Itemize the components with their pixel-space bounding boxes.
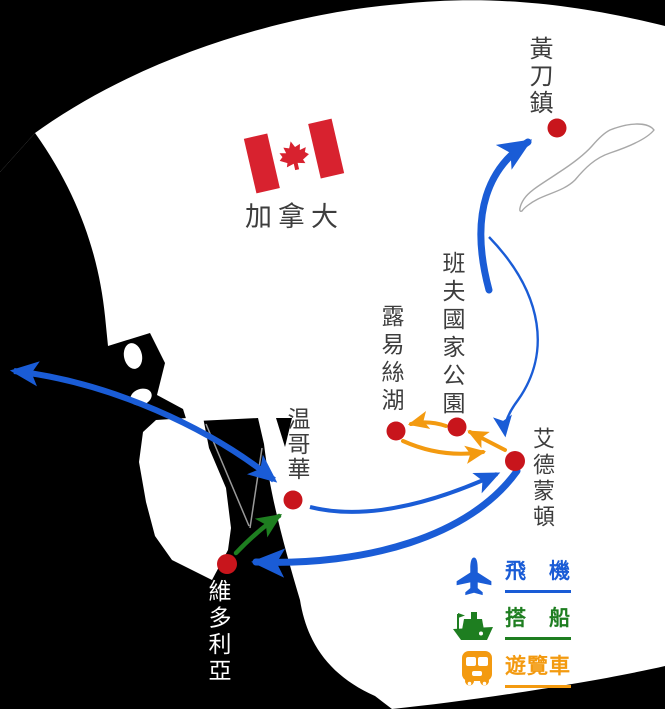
maple-leaf-icon [279, 141, 309, 171]
route-edmonton-victoria-flight [251, 467, 521, 578]
banff-label: 班夫國家公園 [438, 251, 464, 419]
ship-icon [453, 612, 493, 640]
edmonton-label: 艾德蒙頓 [529, 427, 554, 531]
route-victoria-vancouver-ferry [233, 513, 282, 556]
pacific-ocean [0, 133, 392, 709]
legend-bus-label: 遊覽車 [505, 650, 571, 688]
route-yellowknife-edmonton-flight [488, 236, 539, 438]
marker-victoria [217, 554, 237, 574]
bus-icon [462, 651, 492, 686]
legend-plane-label: 飛 機 [505, 555, 571, 593]
marker-edmonton [505, 451, 525, 471]
route-vancouver-edmonton-flight [309, 472, 501, 514]
canada-flag-icon [243, 118, 345, 194]
legend-item-plane: 飛 機 [452, 555, 571, 597]
legend-item-boat: 搭 船 [450, 602, 571, 642]
marker-yellowknife [547, 118, 567, 138]
map-edge-bottom-right [392, 666, 665, 709]
legend-boat-label: 搭 船 [505, 602, 571, 640]
marker-lake-louise [386, 421, 406, 441]
route-edmonton-yellowknife-flight [477, 138, 533, 294]
yellowknife-label: 黃刀鎮 [525, 36, 553, 117]
howe-sound-inlet [276, 418, 292, 447]
route-edmonton-banff-coach [467, 430, 507, 452]
route-lakelouise-edmonton-coach [401, 439, 487, 464]
airplane-icon [456, 557, 492, 596]
victoria-label: 維多利亞 [204, 579, 230, 685]
marker-vancouver [283, 490, 303, 510]
marker-banff [447, 417, 467, 437]
canada-label: 加拿大 [245, 202, 344, 233]
legend-item-bus: 遊覽車 [458, 650, 571, 688]
route-overseas-vancouver-flight [9, 361, 278, 483]
lake-louise-label: 露易絲湖 [377, 304, 403, 416]
vancouver-label: 温哥華 [283, 407, 309, 482]
great-slave-lake-outline [519, 123, 655, 213]
route-banff-lakelouise-coach [407, 411, 448, 429]
